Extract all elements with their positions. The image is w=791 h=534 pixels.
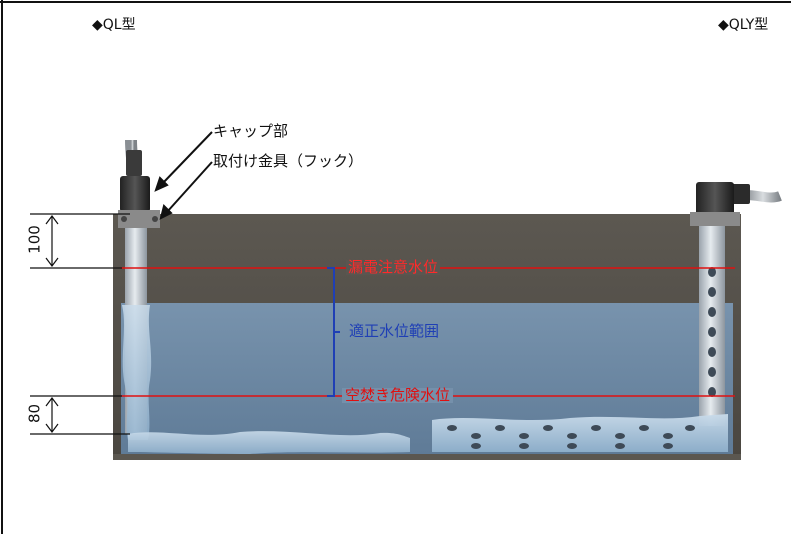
- hook-label: 取付け金具（フック）: [213, 152, 364, 170]
- dimension-lines: [30, 213, 130, 435]
- cap-label: キャップ部: [213, 122, 289, 140]
- dry-level-label: 空焚き危険水位: [342, 388, 454, 403]
- qly-type-label: ◆QLY型: [718, 17, 769, 33]
- ql-type-label: ◆QL型: [92, 17, 136, 33]
- leak-level-label: 漏電注意水位: [346, 258, 441, 276]
- cap-icon: [120, 176, 150, 212]
- dimension-bottom-value: 80: [25, 403, 44, 424]
- range-bracket: [327, 267, 340, 397]
- ql-sensor: [118, 139, 410, 454]
- qly-sensor: [432, 182, 782, 452]
- callout-arrows: [154, 131, 213, 220]
- tank: [113, 214, 741, 460]
- proper-range-label: 適正水位範囲: [349, 322, 440, 340]
- qly-cap-icon: [696, 182, 734, 220]
- dimension-top-value: 100: [25, 225, 44, 254]
